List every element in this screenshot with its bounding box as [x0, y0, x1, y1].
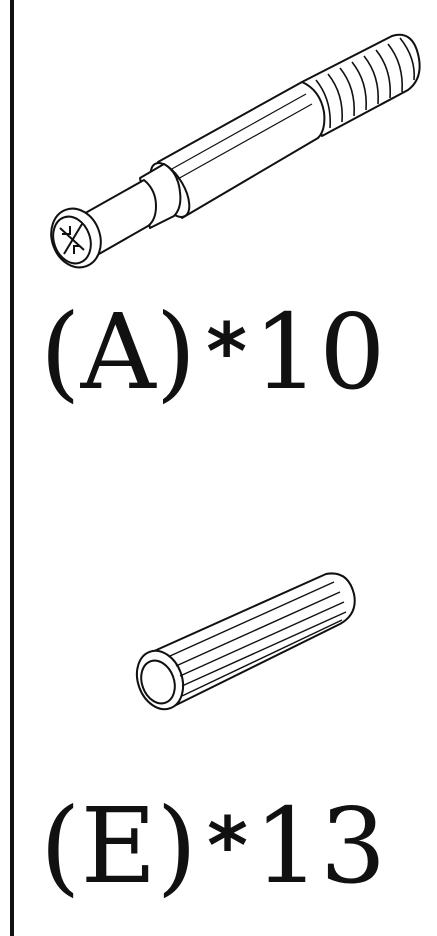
part-a-multiplier: *: [206, 307, 248, 398]
part-a-id: (A): [40, 291, 197, 413]
part-e-multiplier: *: [207, 801, 248, 892]
part-e-quantity: 13: [253, 785, 387, 907]
part-a-label: (A)*10: [40, 300, 385, 404]
wooden-dowel-icon: [130, 560, 370, 730]
left-border-line: [10, 0, 14, 936]
part-a-quantity: 10: [253, 291, 386, 413]
part-e-label: (E)*13: [40, 794, 386, 898]
part-e-id: (E): [40, 785, 198, 907]
cam-bolt-icon: [40, 20, 430, 280]
